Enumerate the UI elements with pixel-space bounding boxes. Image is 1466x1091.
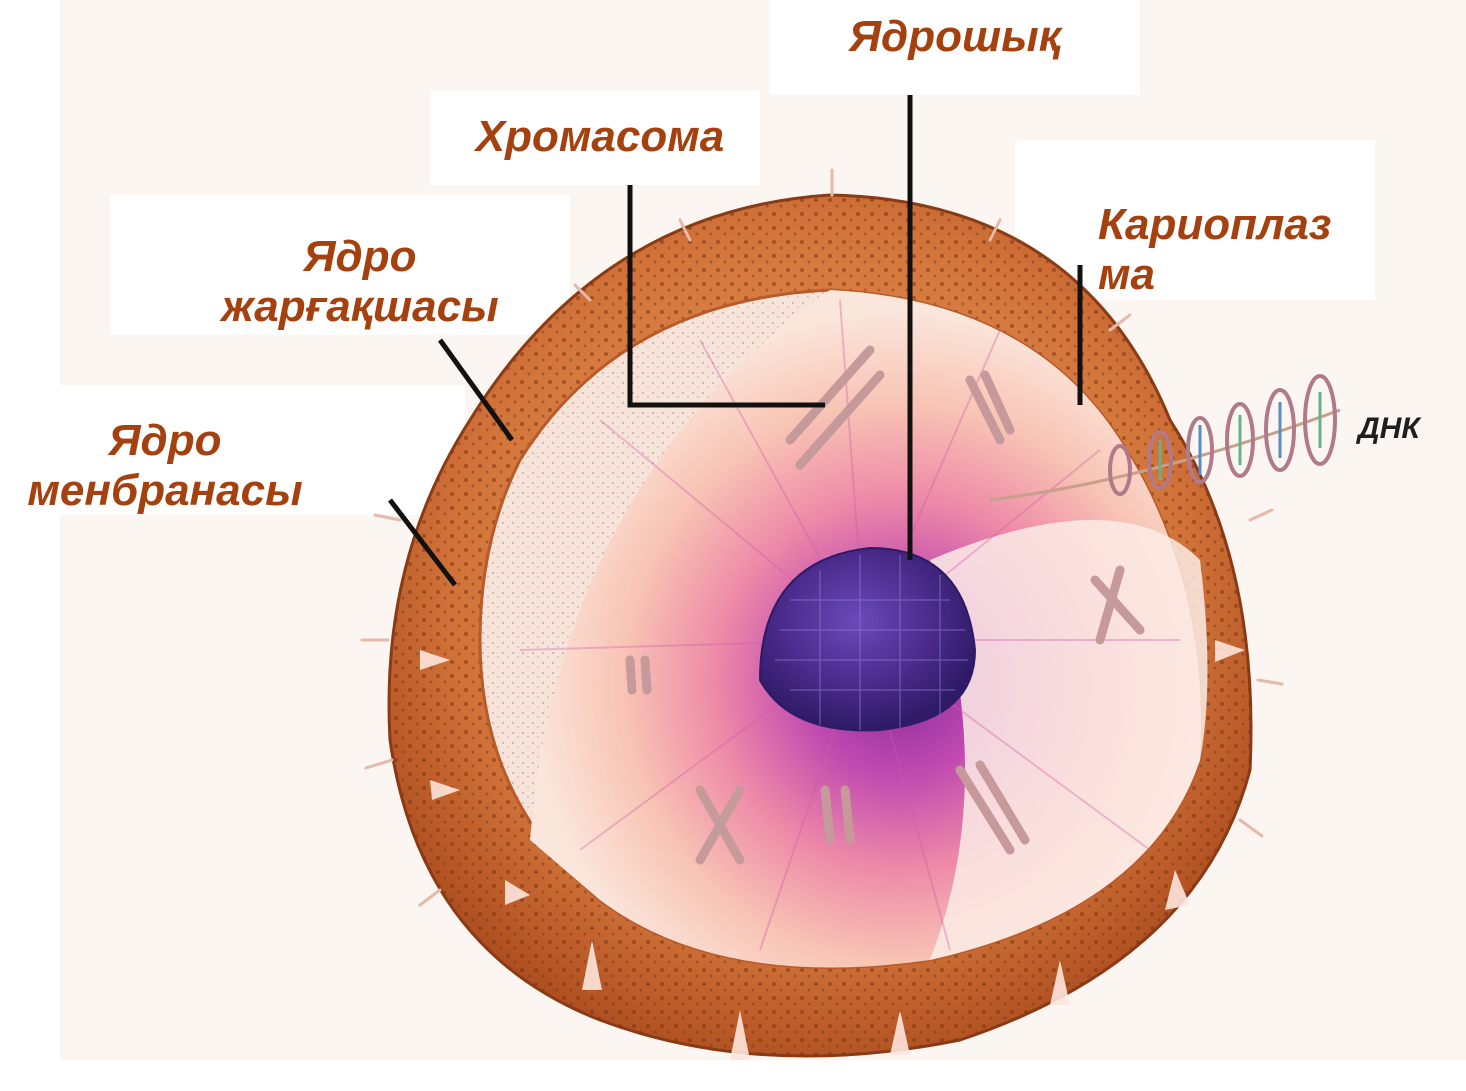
- label-envelope-line1: Ядро: [160, 232, 560, 282]
- label-envelope-line2: жарғақшасы: [160, 282, 560, 332]
- label-nuclear-envelope: Ядро жарғақшасы: [160, 232, 560, 332]
- label-chromosome: Хромасома: [450, 112, 750, 162]
- label-membrane-line1: Ядро: [0, 416, 330, 466]
- label-karyoplasm-line1: Кариоплаз: [1098, 200, 1331, 250]
- label-karyoplasm-line2: ма: [1098, 250, 1331, 300]
- label-karyoplasm: Кариоплаз ма: [1098, 200, 1331, 300]
- label-membrane-line2: менбранасы: [0, 466, 330, 516]
- label-chromosome-text: Хромасома: [476, 112, 725, 161]
- label-nucleolus-text: Ядрошық: [849, 12, 1061, 61]
- label-nucleolus: Ядрошық: [790, 12, 1120, 62]
- label-dna: ДНК: [1358, 412, 1420, 446]
- label-nuclear-membrane: Ядро менбранасы: [0, 416, 330, 516]
